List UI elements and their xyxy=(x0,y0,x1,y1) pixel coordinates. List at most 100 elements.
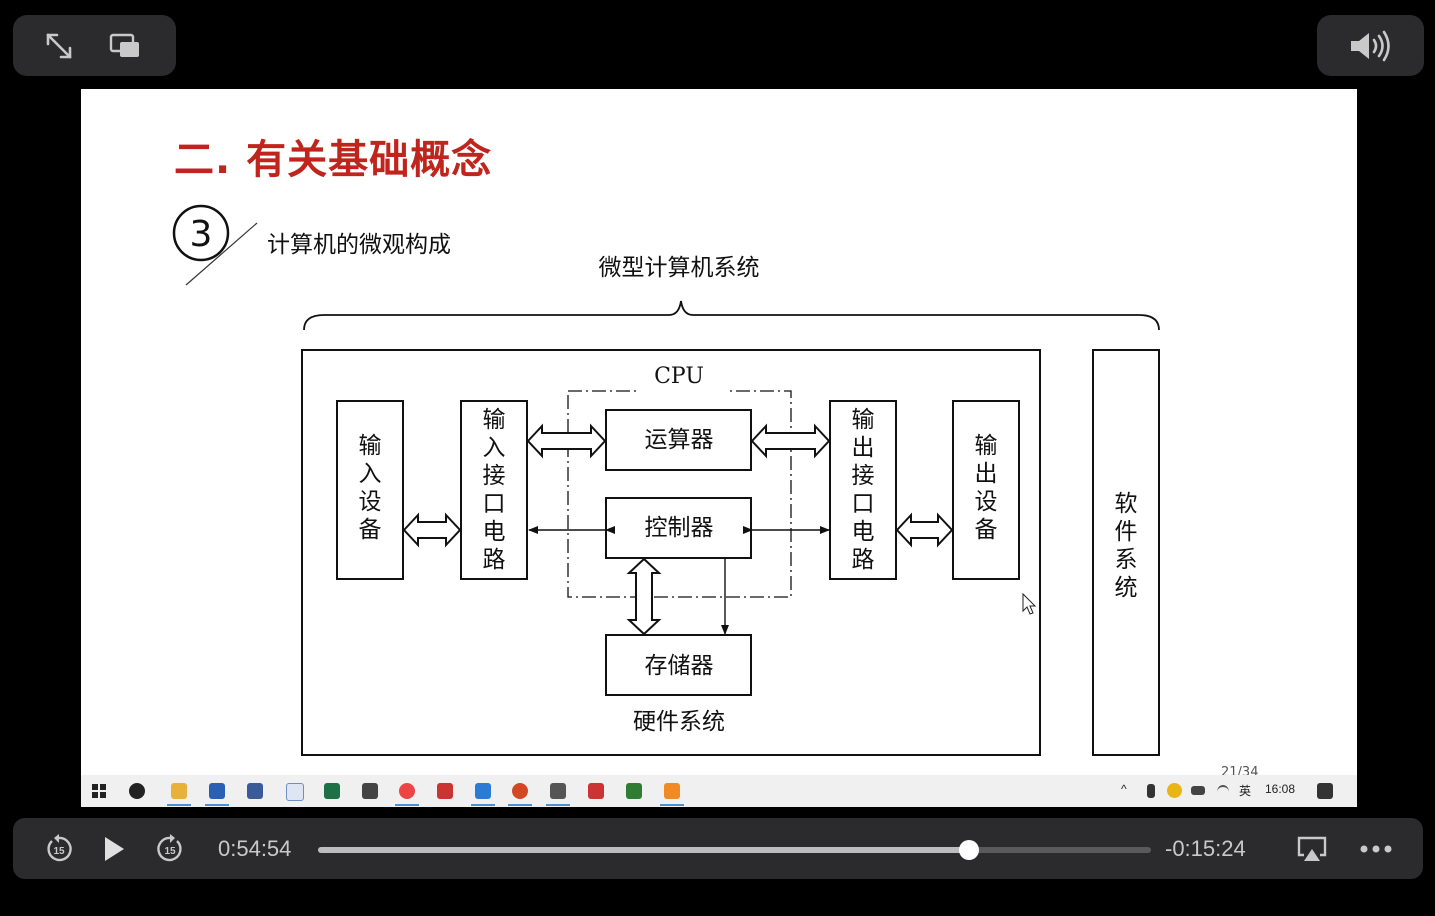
powerpoint-icon[interactable] xyxy=(512,783,528,799)
app-icon[interactable] xyxy=(588,783,604,799)
tray-chevron-icon[interactable]: ^ xyxy=(1121,782,1127,796)
output-device-label: 输 出 设 备 xyxy=(975,433,998,543)
svg-text:电: 电 xyxy=(852,519,875,545)
bus-arrow-output-device xyxy=(895,512,954,548)
memory-label: 存储器 xyxy=(645,653,714,679)
window-icon[interactable] xyxy=(286,783,304,801)
section-number-circle: 3 xyxy=(172,204,258,286)
controller-box xyxy=(605,497,752,559)
sogou-icon[interactable] xyxy=(129,783,145,799)
svg-text:电: 电 xyxy=(483,519,506,545)
slide: 二. 有关基础概念 3 计算机的微观构成 微型计算机系统 CPU 输 入 设 备 xyxy=(81,89,1357,775)
svg-text:备: 备 xyxy=(975,517,998,543)
system-brace xyxy=(303,300,1160,331)
excel-icon[interactable] xyxy=(324,783,340,799)
app-icon[interactable] xyxy=(247,783,263,799)
windows-taskbar: ^ 英 16:08 xyxy=(81,775,1357,807)
svg-text:路: 路 xyxy=(483,547,506,573)
input-interface-label: 输 入 接 口 电 路 xyxy=(483,407,506,573)
app-icon[interactable] xyxy=(437,783,453,799)
bus-arrow-alu-output xyxy=(750,423,831,459)
wifi-icon[interactable] xyxy=(1217,785,1229,799)
svg-text:件: 件 xyxy=(1115,519,1138,545)
notification-icon[interactable] xyxy=(1317,783,1333,799)
ime-indicator[interactable]: 英 xyxy=(1239,784,1252,798)
picture-in-picture-icon[interactable] xyxy=(107,29,143,63)
svg-text:接: 接 xyxy=(852,463,875,489)
svg-text:软: 软 xyxy=(1115,491,1138,517)
page-indicator: 21/34 xyxy=(1221,765,1259,775)
tray-app-icon[interactable] xyxy=(1147,784,1155,798)
output-device-box xyxy=(952,400,1020,580)
section-number: 3 xyxy=(190,214,213,255)
section-subtitle: 计算机的微观构成 xyxy=(267,232,451,258)
mouse-cursor-icon xyxy=(1022,592,1037,615)
slide-title: 二. 有关基础概念 xyxy=(174,137,493,183)
memory-box xyxy=(605,634,752,696)
svg-text:备: 备 xyxy=(359,517,382,543)
taskbar-clock[interactable]: 16:08 xyxy=(1265,782,1296,796)
airplay-icon[interactable] xyxy=(1295,832,1329,866)
diagram-top-label: 微型计算机系统 xyxy=(599,255,760,281)
output-interface-label: 输 出 接 口 电 路 xyxy=(852,407,875,573)
current-time: 0:54:54 xyxy=(218,836,292,861)
volume-icon[interactable] xyxy=(1347,28,1395,64)
svg-text:入: 入 xyxy=(483,435,506,461)
svg-text:输: 输 xyxy=(483,407,506,433)
top-left-controls xyxy=(13,15,176,76)
file-explorer-icon[interactable] xyxy=(171,783,187,799)
svg-text:接: 接 xyxy=(483,463,506,489)
progress-bar[interactable] xyxy=(318,840,1151,860)
skip-back-icon[interactable]: 15 xyxy=(43,832,75,866)
software-box xyxy=(1092,349,1160,756)
input-interface-box xyxy=(460,400,528,580)
alu-box xyxy=(605,409,752,471)
progress-fill xyxy=(318,847,970,853)
play-icon[interactable] xyxy=(99,832,129,866)
computer-structure-diagram: 微型计算机系统 CPU 输 入 设 备 输 入 接 口 电 路 xyxy=(301,255,1160,756)
controller-label: 控制器 xyxy=(645,515,714,541)
svg-text:设: 设 xyxy=(359,489,382,515)
svg-text:输: 输 xyxy=(852,407,875,433)
input-device-box xyxy=(336,400,404,580)
svg-text:口: 口 xyxy=(852,491,875,517)
alu-label: 运算器 xyxy=(645,427,714,453)
video-player-controls: 15 15 0:54:54 -0:15:24 xyxy=(13,818,1423,879)
svg-text:出: 出 xyxy=(852,435,875,461)
output-interface-box xyxy=(829,400,897,580)
hardware-box xyxy=(301,349,1041,756)
svg-text:15: 15 xyxy=(164,846,176,857)
svg-text:出: 出 xyxy=(975,461,998,487)
svg-text:口: 口 xyxy=(483,491,506,517)
hardware-label: 硬件系统 xyxy=(633,709,725,735)
volume-control xyxy=(1317,15,1424,76)
svg-text:15: 15 xyxy=(53,846,65,857)
bus-arrow-controller-memory xyxy=(626,557,662,636)
remaining-time: -0:15:24 xyxy=(1165,836,1246,861)
svg-text:系: 系 xyxy=(1115,547,1138,573)
chrome-icon[interactable] xyxy=(399,783,415,799)
svg-text:路: 路 xyxy=(852,547,875,573)
word-icon[interactable] xyxy=(209,783,225,799)
battery-icon[interactable] xyxy=(1191,786,1205,795)
software-label: 软 件 系 统 xyxy=(1115,491,1138,601)
svg-text:输: 输 xyxy=(975,433,998,459)
svg-text:入: 入 xyxy=(359,461,382,487)
bus-arrow-input-alu xyxy=(526,423,607,459)
start-icon[interactable] xyxy=(91,783,107,799)
svg-text:设: 设 xyxy=(975,489,998,515)
app-icon[interactable] xyxy=(550,783,566,799)
app-icon[interactable] xyxy=(664,783,680,799)
progress-handle[interactable] xyxy=(959,840,980,860)
tray-app-icon[interactable] xyxy=(1167,783,1182,798)
app-icon[interactable] xyxy=(475,783,491,799)
app-icon[interactable] xyxy=(362,783,378,799)
app-icon[interactable] xyxy=(626,783,642,799)
skip-forward-icon[interactable]: 15 xyxy=(154,832,186,866)
cpu-label: CPU xyxy=(654,364,704,389)
svg-text:统: 统 xyxy=(1115,575,1138,601)
cpu-boundary xyxy=(567,390,792,598)
expand-icon[interactable] xyxy=(41,29,77,63)
svg-text:输: 输 xyxy=(359,433,382,459)
more-options-icon[interactable] xyxy=(1359,834,1393,864)
